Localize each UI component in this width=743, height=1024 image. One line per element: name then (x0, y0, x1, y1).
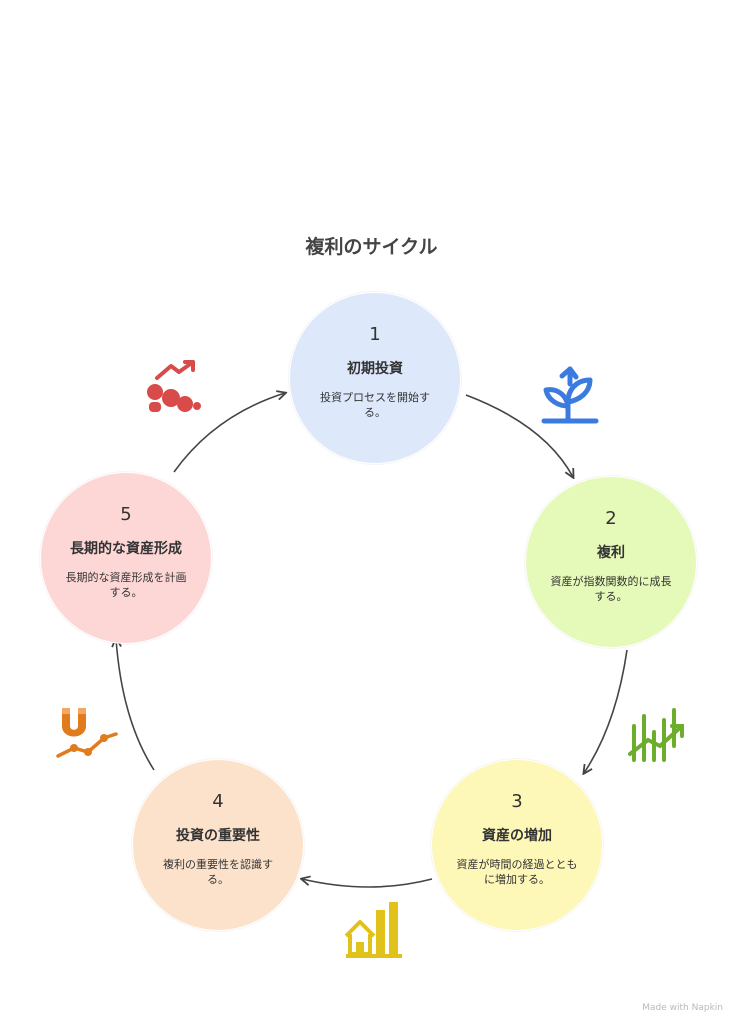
step-description: 資産が指数関数的に成長する。 (550, 575, 672, 603)
step-title: 初期投資 (347, 361, 403, 377)
rising-bars-icon (628, 708, 684, 762)
step-number: 4 (212, 791, 224, 812)
step-description: 資産が時間の経過とともに増加する。 (456, 858, 578, 886)
arrow-3-to-4 (302, 879, 433, 888)
arrow-2-to-3 (584, 649, 628, 773)
diagram-title: 複利のサイクル (305, 236, 438, 258)
trend-up-icon (147, 360, 201, 412)
step-number: 3 (511, 791, 523, 812)
arrow-5-to-1 (173, 393, 285, 473)
sprout-arrow-icon (541, 366, 599, 424)
step-number: 5 (120, 504, 132, 525)
arrow-1-to-2 (465, 394, 573, 477)
step-number: 1 (369, 324, 381, 345)
step-4-circle: 4 投資の重要性 複利の重要性を認識する。 (132, 759, 304, 931)
arrow-4-to-5 (116, 639, 155, 771)
step-title: 資産の増加 (482, 828, 552, 844)
magnet-trend-icon (56, 708, 118, 758)
step-description: 長期的な資産形成を計画する。 (65, 571, 187, 599)
step-2-circle: 2 複利 資産が指数関数的に成長する。 (525, 476, 697, 648)
step-title: 投資の重要性 (176, 828, 260, 844)
house-chart-icon (344, 902, 402, 958)
step-description: 複利の重要性を認識する。 (163, 858, 273, 886)
step-description: 投資プロセスを開始する。 (320, 391, 430, 419)
step-1-circle: 1 初期投資 投資プロセスを開始する。 (289, 292, 461, 464)
step-title: 複利 (597, 545, 625, 561)
step-title: 長期的な資産形成 (70, 541, 182, 557)
step-3-circle: 3 資産の増加 資産が時間の経過とともに増加する。 (431, 759, 603, 931)
napkin-credit[interactable]: Made with Napkin (642, 1003, 723, 1013)
step-number: 2 (605, 508, 617, 529)
step-5-circle: 5 長期的な資産形成 長期的な資産形成を計画する。 (40, 472, 212, 644)
